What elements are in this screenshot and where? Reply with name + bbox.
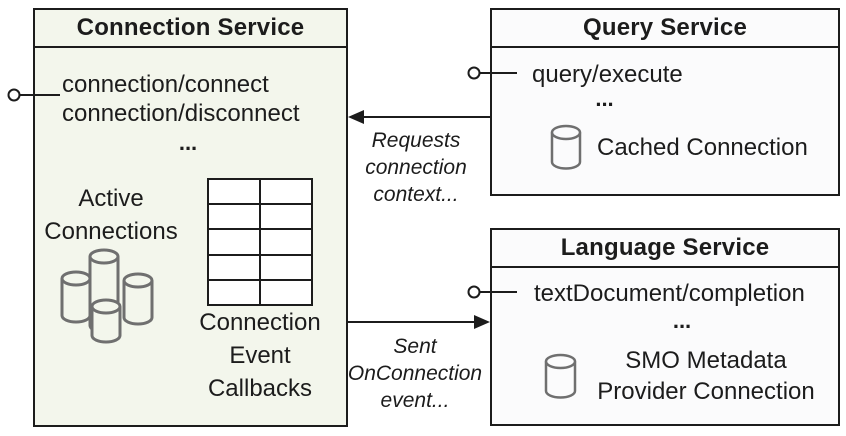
table-cell (261, 230, 311, 254)
requests-arrow-label: Requests connection context... (365, 129, 467, 206)
connection-api-list: connection/connect connection/disconnect… (62, 70, 314, 157)
ellipsis-label: ... (595, 86, 614, 111)
cylinder-icon (60, 270, 92, 324)
query-service-box: Query Service query/execute ... Cached C… (490, 8, 840, 196)
api-method-label: connection/connect (62, 71, 269, 98)
table-cell (209, 180, 259, 204)
requests-connection-arrow (348, 110, 490, 124)
query-service-title: Query Service (492, 10, 838, 48)
database-cylinder-icon (544, 353, 577, 399)
table-cell (261, 205, 311, 229)
connection-service-box: Connection Service connection/connect co… (33, 8, 348, 427)
api-method-label: query/execute (532, 61, 683, 88)
connection-service-title: Connection Service (35, 10, 346, 48)
language-api-list: textDocument/completion (534, 279, 805, 308)
connection-event-callbacks-label: Connection Event Callbacks (199, 309, 321, 402)
cylinder-icon (90, 298, 122, 344)
active-connections-cylinders-icon (60, 248, 154, 344)
active-connections-label: Active Connections (44, 185, 178, 245)
language-service-box: Language Service textDocument/completion… (490, 228, 840, 426)
table-cell (209, 205, 259, 229)
cached-connection-label: Cached Connection (597, 133, 808, 161)
cylinder-icon (122, 272, 154, 326)
table-cell (209, 230, 259, 254)
ellipsis-label: ... (672, 308, 692, 333)
database-cylinder-icon (550, 124, 582, 170)
smo-metadata-item: SMO Metadata Provider Connection (544, 345, 822, 407)
language-service-title: Language Service (492, 230, 838, 268)
sent-onconnection-arrow (348, 315, 490, 329)
sent-arrow-label: Sent OnConnection event... (347, 335, 483, 412)
api-method-label: connection/disconnect (62, 100, 300, 127)
table-cell (209, 280, 259, 304)
table-cell (261, 255, 311, 279)
query-api-list: query/execute (532, 60, 683, 89)
ellipsis-label: ... (178, 130, 198, 155)
cached-connection-item: Cached Connection (550, 124, 808, 171)
table-cell (261, 180, 311, 204)
api-method-label: textDocument/completion (534, 280, 805, 307)
table-cell (261, 280, 311, 304)
callbacks-table (207, 178, 313, 306)
smo-metadata-label: SMO Metadata Provider Connection (597, 347, 815, 405)
table-cell (209, 255, 259, 279)
